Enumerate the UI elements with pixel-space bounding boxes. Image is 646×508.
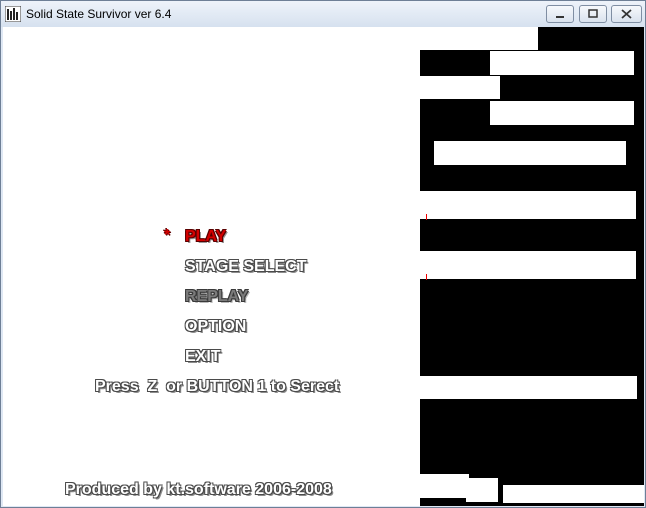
menu-item-replay[interactable]: REPLAY: [185, 288, 249, 305]
panel-bar: [420, 27, 538, 50]
panel-bar: [420, 376, 637, 399]
maximize-icon: [588, 9, 598, 18]
menu-cursor: *: [164, 227, 171, 244]
close-icon: [621, 9, 632, 19]
select-prompt: Press Z or BUTTON 1 to Serect: [95, 378, 340, 395]
menu-item-play[interactable]: PLAY: [185, 228, 227, 245]
minimize-button[interactable]: [546, 5, 574, 23]
menu-item-exit[interactable]: EXIT: [185, 348, 221, 365]
close-button[interactable]: [611, 5, 642, 23]
panel-bar: [420, 76, 500, 99]
window-title: Solid State Survivor ver 6.4: [26, 7, 172, 21]
panel-bar: [420, 191, 636, 219]
panel-bar: [420, 251, 636, 279]
menu-item-stage-select[interactable]: STAGE SELECT: [185, 258, 307, 275]
menu-item-option[interactable]: OPTION: [185, 318, 247, 335]
panel-bar: [490, 51, 634, 75]
title-bar[interactable]: Solid State Survivor ver 6.4: [1, 1, 645, 27]
game-screen[interactable]: * PLAY STAGE SELECT REPLAY OPTION EXIT P…: [3, 27, 644, 506]
panel-bar: [420, 474, 469, 498]
panel-marker: [426, 214, 427, 220]
panel-bar: [466, 478, 498, 502]
panel-bar: [490, 101, 634, 125]
minimize-icon: [556, 16, 564, 18]
app-icon: [5, 6, 21, 22]
panel-bar: [434, 141, 626, 165]
maximize-button[interactable]: [579, 5, 607, 23]
credits-text: Produced by kt.software 2006-2008: [65, 481, 332, 498]
panel-marker: [426, 274, 427, 280]
panel-bar: [503, 485, 644, 503]
